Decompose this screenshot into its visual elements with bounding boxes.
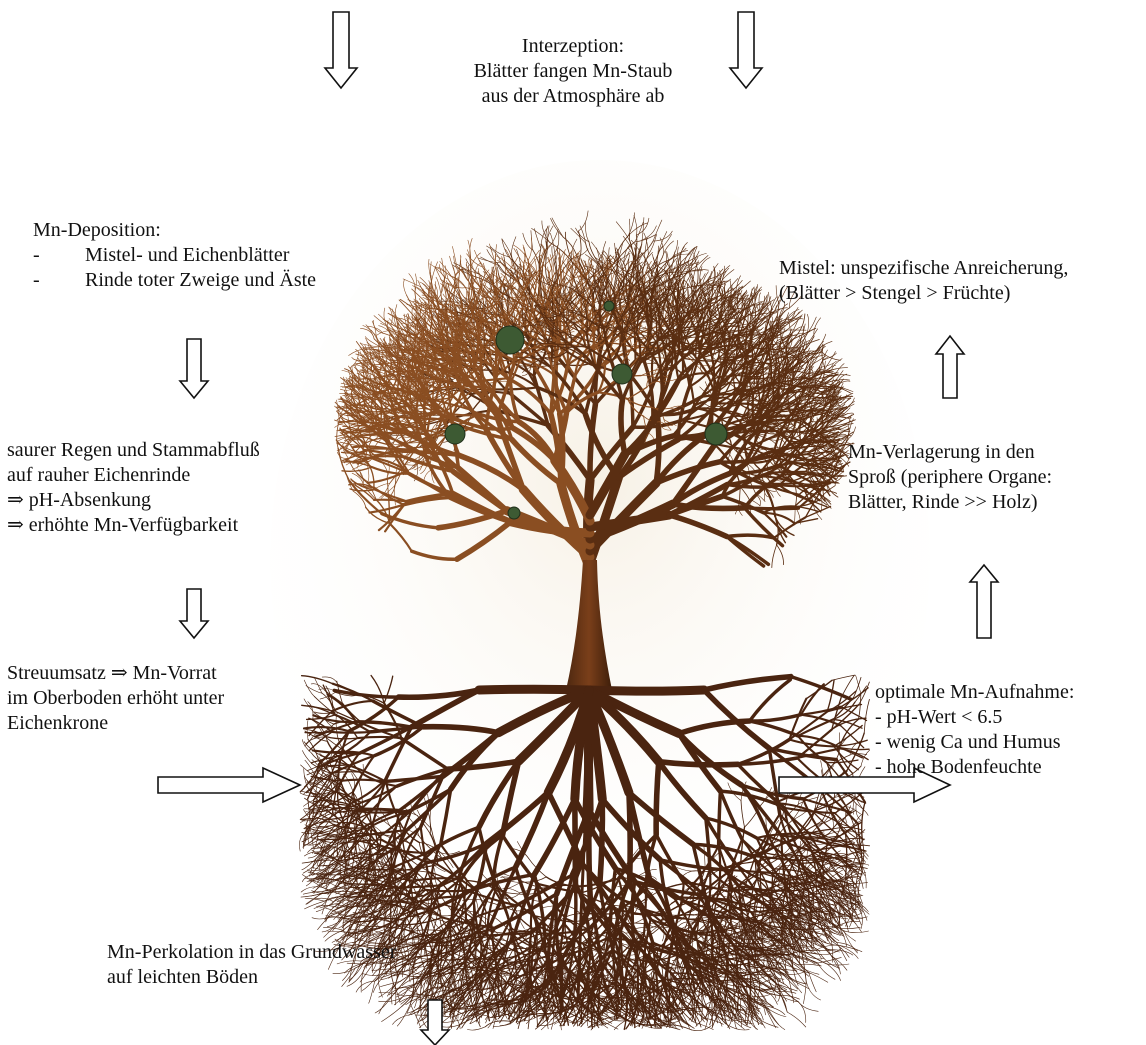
manganese-cycle-diagram: Interzeption: Blätter fangen Mn-Staub au…	[0, 0, 1146, 1045]
